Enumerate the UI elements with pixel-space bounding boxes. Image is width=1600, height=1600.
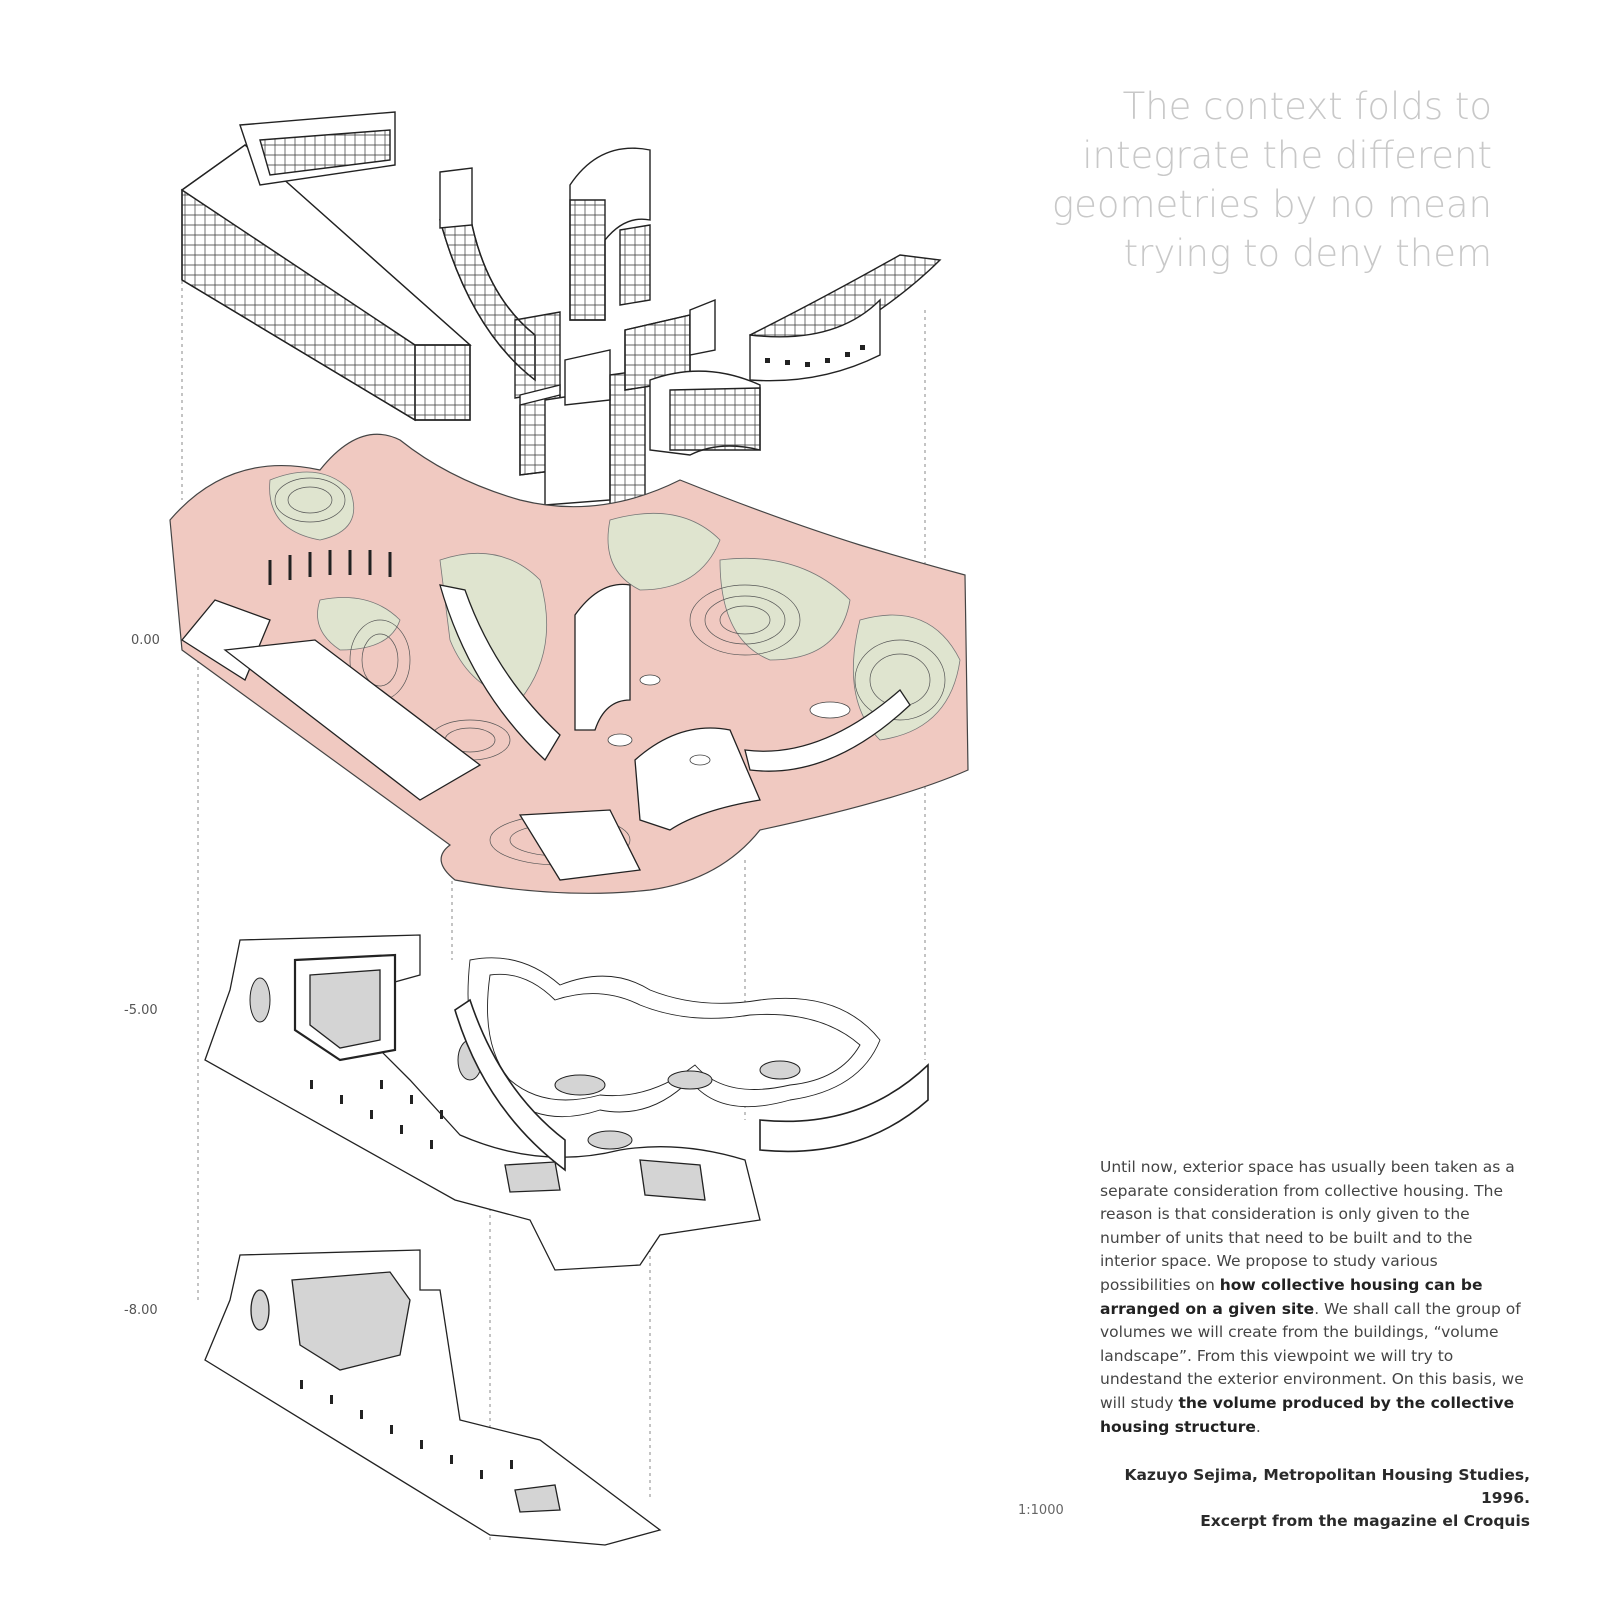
scale-label: 1:1000: [1018, 1503, 1064, 1518]
arc-wing-lower: [759, 1063, 929, 1153]
curved-wing-lower: [454, 998, 566, 1172]
headline-line: The context folds to: [1122, 85, 1492, 128]
plinth-buildings: [181, 583, 911, 881]
headline: The context folds to integrate the diffe…: [1032, 82, 1492, 278]
citation: Kazuyo Sejima, Metropolitan Housing Stud…: [1100, 1464, 1530, 1533]
basement-level-1: [204, 934, 929, 1271]
headline-line: integrate the different: [1082, 134, 1492, 177]
c-shaped-tower: [569, 147, 651, 321]
ramp-block: [639, 1159, 706, 1201]
citation-line: Kazuyo Sejima, Metropolitan Housing Stud…: [1124, 1466, 1530, 1507]
description-paragraph: Until now, exterior space has usually be…: [1100, 1156, 1530, 1439]
cut-area-large: [291, 1271, 411, 1371]
citation-line: Excerpt from the magazine el Croquis: [1200, 1512, 1530, 1530]
arc-building: [749, 254, 942, 382]
paragraph-emphasis: the volume produced by the collective ho…: [1100, 1393, 1515, 1436]
terrain-ground: [169, 433, 969, 894]
cut-area-small: [514, 1484, 561, 1513]
context-buildings: [180, 111, 942, 511]
contour-lines: [274, 477, 946, 866]
slab-building: [180, 111, 472, 422]
paragraph-emphasis: how collective housing can be arranged o…: [1100, 1275, 1483, 1318]
paragraph-text: . We shall call the group of volumes we …: [1100, 1299, 1524, 1412]
level-label-ground: 0.00: [131, 633, 160, 648]
paragraph-text: .: [1255, 1417, 1261, 1436]
columns-lower: [310, 1080, 443, 1149]
pool-shapes: [249, 977, 801, 1150]
terrain-level: [169, 433, 969, 894]
pond-shapes: [607, 674, 851, 766]
basement-level-2: [204, 1249, 662, 1546]
columns-lowest: [300, 1380, 513, 1479]
paragraph-text: Until now, exterior space has usually be…: [1100, 1158, 1515, 1294]
low-wing-building: [649, 370, 761, 456]
headline-line: geometries by no mean: [1051, 183, 1492, 226]
curved-building: [439, 167, 561, 399]
tower-cluster: [519, 298, 716, 511]
organic-void: [467, 957, 881, 1118]
headline-line: trying to deny them: [1123, 232, 1492, 275]
level-label-lower: -5.00: [124, 1003, 158, 1018]
level-label-lowest: -8.00: [124, 1303, 158, 1318]
column-row: [268, 550, 392, 585]
